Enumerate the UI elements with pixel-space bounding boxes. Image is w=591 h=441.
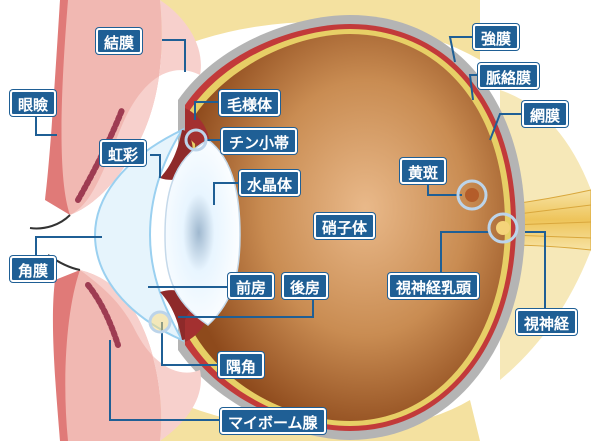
label-koubou: 後房	[282, 273, 328, 299]
label-kousai: 虹彩	[100, 140, 146, 166]
label-zenbou: 前房	[228, 273, 274, 299]
macula-dot	[465, 188, 479, 202]
label-ganken: 眼瞼	[10, 90, 56, 116]
label-kyoumaku: 強膜	[473, 24, 519, 50]
label-kakumaku: 角膜	[10, 256, 56, 282]
label-ketsumaku: 結膜	[96, 28, 142, 54]
label-shoushitai: 硝子体	[314, 213, 375, 239]
optic-disc-dot	[496, 221, 510, 235]
label-chin-shoutai: チン小帯	[221, 128, 297, 154]
label-myakurakumaku: 脈絡膜	[478, 63, 539, 89]
label-shishinkei: 視神経	[516, 309, 577, 335]
label-ouhan: 黄斑	[400, 158, 446, 184]
label-shinkei-nyuutou: 視神経乳頭	[388, 273, 479, 299]
label-mouyoutai: 毛様体	[219, 90, 280, 116]
label-guukaku: 隅角	[218, 352, 264, 378]
angle-ring-icon	[150, 312, 170, 332]
label-meibomian: マイボーム腺	[220, 408, 326, 434]
label-suishoutai: 水晶体	[239, 170, 300, 196]
label-moumaku: 網膜	[522, 101, 568, 127]
